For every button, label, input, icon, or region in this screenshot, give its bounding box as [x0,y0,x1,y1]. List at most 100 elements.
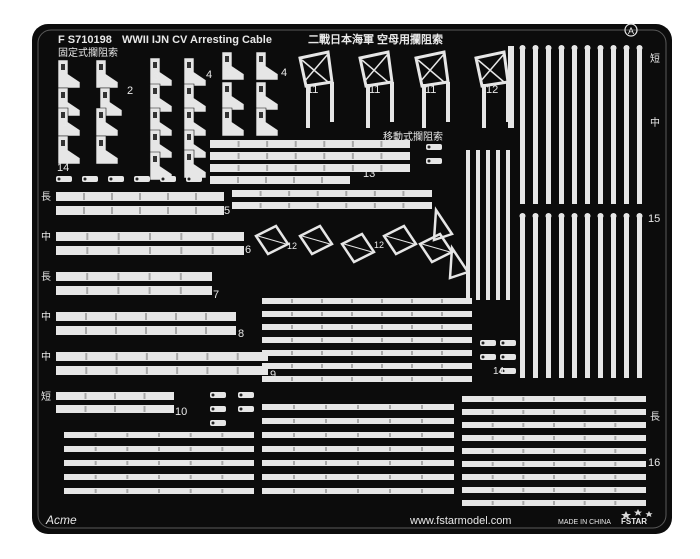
sheet-letter: A [628,26,634,36]
vertical-cable [584,45,591,378]
side-label-mid-2: 中 [41,310,51,323]
footer-url: www.fstarmodel.com [409,515,511,527]
cable-post [221,51,245,81]
part-number-15: 15 [648,213,660,225]
cable-post [183,149,207,179]
cable-bars [56,140,646,506]
cable-bar [462,409,646,415]
cable-bar [56,286,212,295]
part-number-10: 10 [175,406,187,418]
trapezoid-part [340,232,376,264]
part-number-5: 5 [224,205,230,217]
small-fitting [426,144,442,150]
cable-bar [56,326,236,335]
cable-bar [462,396,646,402]
cable-bar [262,418,454,424]
part-number-8: 8 [238,328,244,340]
cable-bar [210,140,410,148]
cable-post [221,107,245,137]
footer-made-in: MADE IN CHINA [558,519,611,526]
part-number-1: 1 [62,117,68,129]
fixed-cable-posts [57,51,279,181]
footer-logo: FSTAR [621,517,647,526]
part-number-4a: 4 [206,69,212,81]
cable-post [95,135,119,165]
cable-bar [64,474,254,480]
cable-bar [262,404,454,410]
cable-bar [462,422,646,428]
small-fitting [238,406,254,412]
cable-bar [64,488,254,494]
cable-bar [262,432,454,438]
part-number-12c: 12 [374,240,384,250]
vertical-cable [506,150,510,300]
small-fitting [238,392,254,398]
cable-bar [232,202,432,209]
small-fitting [210,392,226,398]
cable-bar [210,164,410,172]
cable-bar [56,246,244,255]
vertical-cable [476,150,480,300]
cable-post [255,51,279,81]
cable-bar [210,176,350,184]
cable-bar [56,366,268,375]
sheet-letter-badge [624,23,638,37]
cable-bar [462,461,646,467]
cable-bar [56,192,224,201]
small-fitting [500,368,516,374]
small-fittings [56,144,516,426]
small-fitting [480,354,496,360]
cable-bar [462,500,646,506]
side-label-short-2: 短 [650,52,660,65]
part-number-11a: 11 [307,84,318,96]
vertical-cable [486,150,490,300]
cable-bar [56,206,224,215]
small-fitting [134,176,150,182]
vertical-cable [636,45,643,378]
cable-bar [262,337,472,343]
side-label-long-2: 長 [41,271,51,283]
part-number-13: 13 [363,168,375,180]
cable-bar [262,324,472,330]
title-en: WWII IJN CV Arresting Cable [122,34,272,46]
part-number-12b: 12 [287,241,297,251]
footer-stars-icon [621,509,653,519]
mobile-cable-mid-parts [254,206,470,280]
triangle-frame [298,50,334,128]
small-fitting [56,176,72,182]
cable-bar [56,232,244,241]
part-number-4b: 4 [281,67,287,79]
small-fitting [500,354,516,360]
fret-frame [37,29,667,529]
vertical-cable [610,45,617,378]
triangle-frame [414,50,450,128]
cable-bar [64,446,254,452]
part-number-9: 9 [270,369,276,381]
cable-bar [56,352,268,361]
cable-post [57,135,81,165]
vertical-cable [571,45,578,378]
cable-bar [462,435,646,441]
small-fitting [210,420,226,426]
cable-bar [462,487,646,493]
small-fitting [500,340,516,346]
vertical-cable [496,150,500,300]
cable-bar [210,152,410,160]
side-label-long-3: 長 [650,411,660,423]
title-cn: 二戰日本海軍 空母用攔阻索 [308,32,443,46]
vertical-cable [466,150,470,300]
side-label-mid-4: 中 [650,116,660,129]
frame-rail [508,46,514,128]
label-fixed-cable: 固定式攔阻索 [58,46,118,59]
cable-bar [262,488,454,494]
part-number-12a: 12 [486,84,498,96]
cable-bar [462,474,646,480]
vertical-cable [545,45,552,378]
trapezoid-part [382,224,418,256]
small-fitting [426,158,442,164]
small-fitting [210,406,226,412]
cable-bar [462,448,646,454]
part-number-16: 16 [648,457,660,469]
cable-bar [64,432,254,438]
